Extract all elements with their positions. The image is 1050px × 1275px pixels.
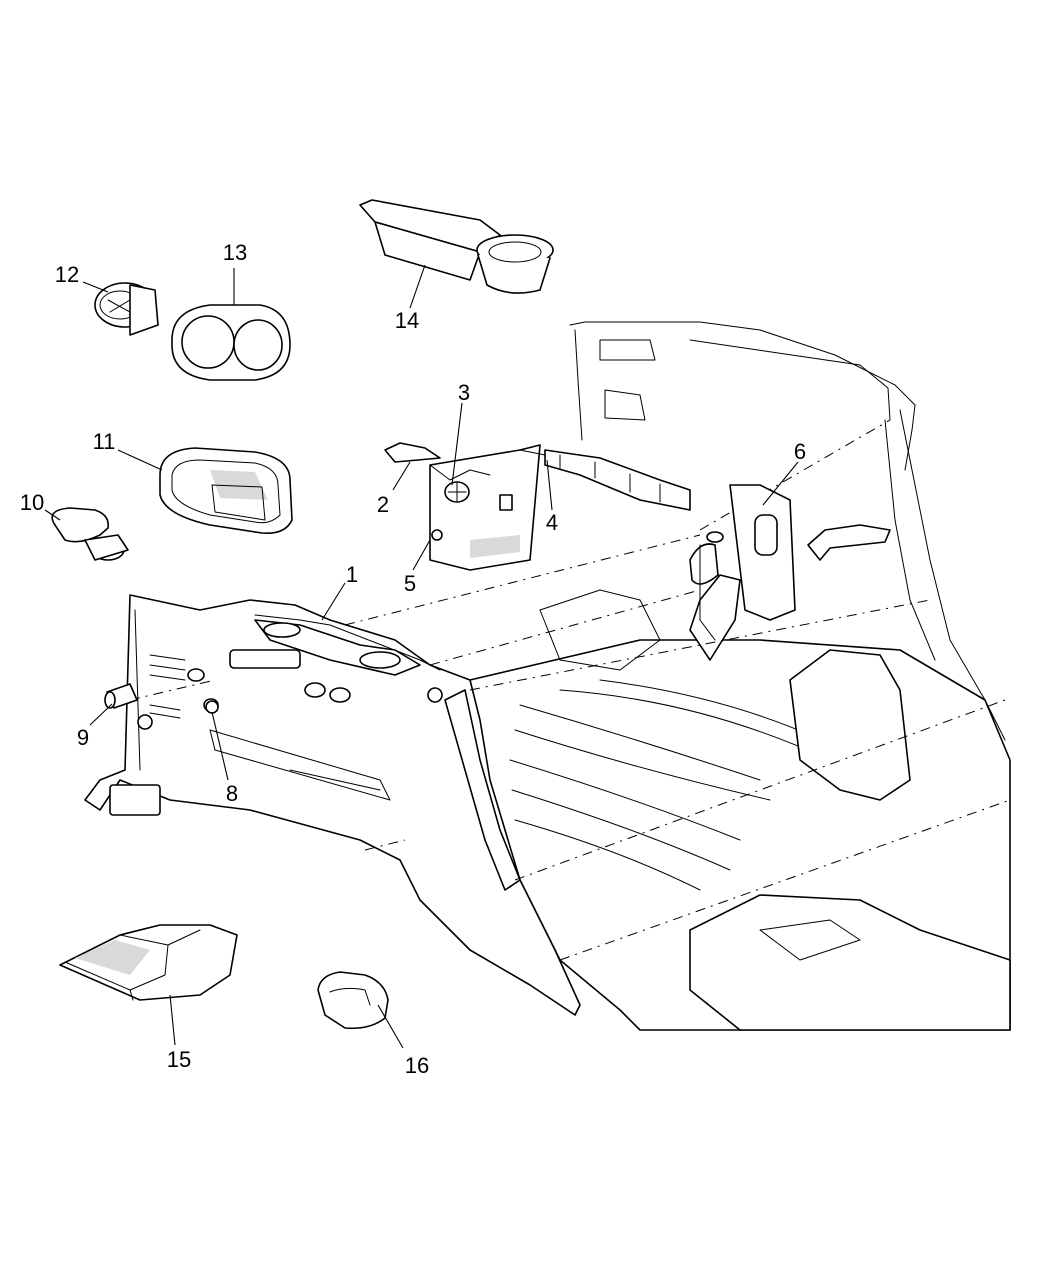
callout-12: 12 bbox=[55, 262, 79, 287]
part-3-5-pillar-trim bbox=[429, 444, 561, 571]
leader-lines bbox=[44, 264, 799, 1049]
part-10-tie-down-loop bbox=[51, 507, 129, 561]
callout-2: 2 bbox=[377, 492, 389, 517]
callout-6: 6 bbox=[794, 439, 806, 464]
vehicle-floor-pan bbox=[469, 321, 1011, 1031]
callout-13: 13 bbox=[223, 240, 247, 265]
callout-3: 3 bbox=[458, 380, 470, 405]
part-11-bezel bbox=[159, 447, 293, 535]
callout-labels: 1 2 3 4 5 6 8 9 10 11 12 13 14 15 16 bbox=[20, 240, 806, 1078]
callout-16: 16 bbox=[405, 1053, 429, 1078]
callout-1: 1 bbox=[346, 562, 358, 587]
part-2-clip bbox=[384, 442, 441, 463]
part-4-trim-molding bbox=[544, 449, 691, 511]
callout-14: 14 bbox=[395, 308, 419, 333]
quarter-trim-panel-left bbox=[84, 594, 581, 1016]
callout-10: 10 bbox=[20, 490, 44, 515]
callout-11: 11 bbox=[93, 429, 116, 454]
callout-15: 15 bbox=[167, 1047, 191, 1072]
part-6-belt-trim bbox=[689, 484, 891, 641]
part-16-cover-plug bbox=[317, 971, 389, 1030]
callout-4: 4 bbox=[546, 510, 558, 535]
callout-9: 9 bbox=[77, 725, 89, 750]
callout-5: 5 bbox=[404, 571, 416, 596]
part-14-storage-tray bbox=[359, 199, 554, 294]
part-12-cup-insert bbox=[94, 282, 159, 336]
callout-8: 8 bbox=[226, 781, 238, 806]
assembly-centerlines bbox=[129, 419, 1011, 961]
part-15-storage-bin bbox=[59, 924, 238, 1001]
part-8-9-fasteners bbox=[104, 683, 219, 714]
part-13-twin-cup-bezel bbox=[171, 304, 291, 381]
